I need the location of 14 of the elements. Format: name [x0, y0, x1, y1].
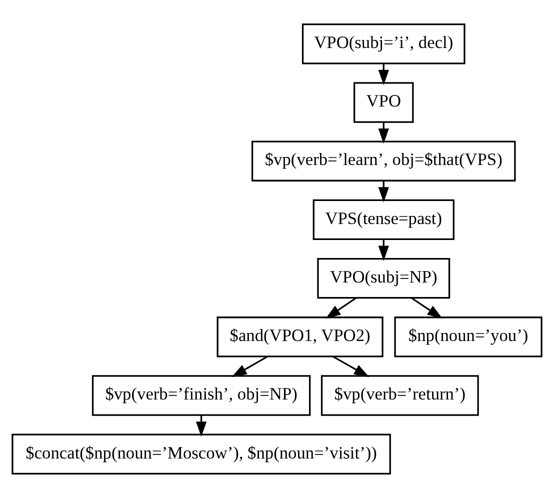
node-box: $concat($np(noun=’Moscow’), $np(noun=’visit’)) [12, 433, 391, 474]
node-box: $np(noun=’you’) [394, 316, 542, 357]
node-box: $vp(verb=’finish’, obj=NP) [92, 374, 311, 416]
arrow [232, 355, 268, 377]
arrow [410, 296, 443, 318]
node-box: $vp(verb=’learn’, obj=$that(VPS) [252, 140, 516, 181]
node-box: $and(VPO1, VPO2) [216, 316, 384, 357]
arrow [325, 296, 357, 318]
node-box: VPS(tense=past) [312, 198, 454, 240]
arrow [332, 355, 370, 377]
node-box: VPO [354, 82, 414, 122]
node-box: VPO(subj=NP) [317, 257, 450, 298]
node-box: $vp(verb=’return’) [320, 374, 479, 416]
node-box: VPO(subj=’i’, decl) [302, 23, 466, 64]
